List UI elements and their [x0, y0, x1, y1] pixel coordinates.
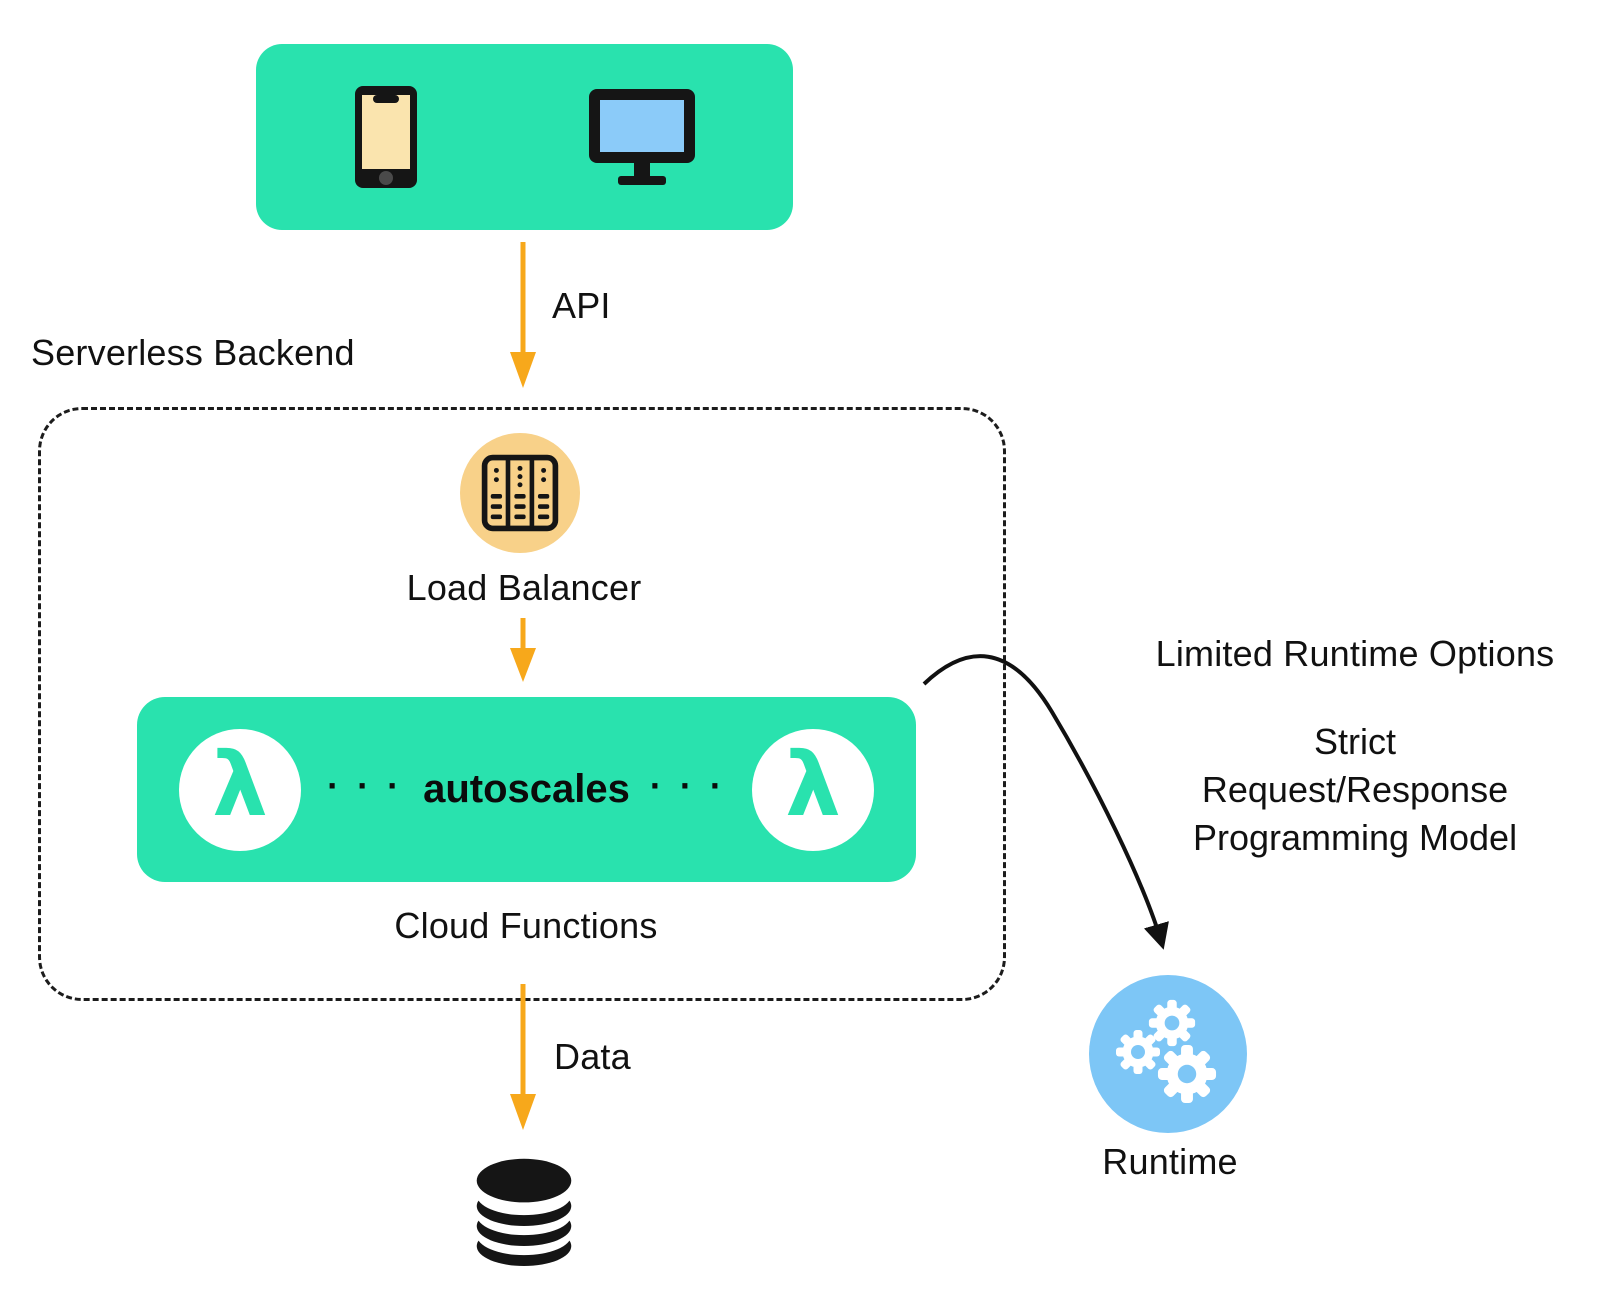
strict-line-2: Request/Response: [1201, 769, 1509, 810]
rack-detail-middle: [514, 465, 526, 520]
strict-model-note: Strict Request/Response Programming Mode…: [1193, 718, 1517, 862]
gear-top: [1148, 999, 1196, 1047]
gear-bottom-right: [1157, 1044, 1217, 1104]
gears-icon: [1116, 999, 1217, 1104]
autoscales-label: autoscales: [423, 767, 630, 811]
load-balancer-node: [460, 433, 580, 553]
ellipsis-left: · · ·: [327, 764, 404, 806]
lambda-icon: λ: [752, 728, 874, 851]
rack-detail-left: [490, 467, 503, 520]
cloud-functions-label: Cloud Functions: [394, 905, 658, 946]
smartphone-icon: [354, 86, 417, 188]
serverless-backend-title: Serverless Backend: [31, 332, 355, 373]
cloud-functions-box: λ · · · autoscales · · · λ: [137, 697, 916, 882]
load-balancer-label: Load Balancer: [406, 567, 642, 608]
autoscales-row: · · · autoscales · · ·: [327, 764, 726, 812]
strict-line-3: Programming Model: [1192, 817, 1518, 858]
gear-left: [1116, 1030, 1160, 1074]
rack-detail-right: [537, 467, 550, 520]
lambda-glyph: λ: [212, 732, 268, 836]
lambda-glyph: λ: [785, 732, 841, 836]
runtime-node: [1089, 975, 1247, 1133]
data-label: Data: [554, 1036, 631, 1077]
server-rack-icon: [481, 454, 559, 532]
database-icon: [476, 1158, 572, 1267]
data-arrow: [510, 984, 536, 1130]
ellipsis-right: · · ·: [649, 764, 726, 806]
limited-runtime-options-label: Limited Runtime Options: [1155, 633, 1555, 674]
strict-line-1: Strict: [1313, 721, 1396, 762]
lambda-icon: λ: [179, 728, 301, 851]
runtime-label: Runtime: [1102, 1141, 1238, 1182]
runtime-curved-arrow: [922, 654, 1169, 950]
api-label: API: [552, 285, 611, 326]
api-arrow: [510, 242, 536, 388]
client-devices-box: [256, 44, 793, 230]
lb-to-functions-arrow: [510, 618, 536, 682]
desktop-monitor-icon: [588, 89, 695, 185]
